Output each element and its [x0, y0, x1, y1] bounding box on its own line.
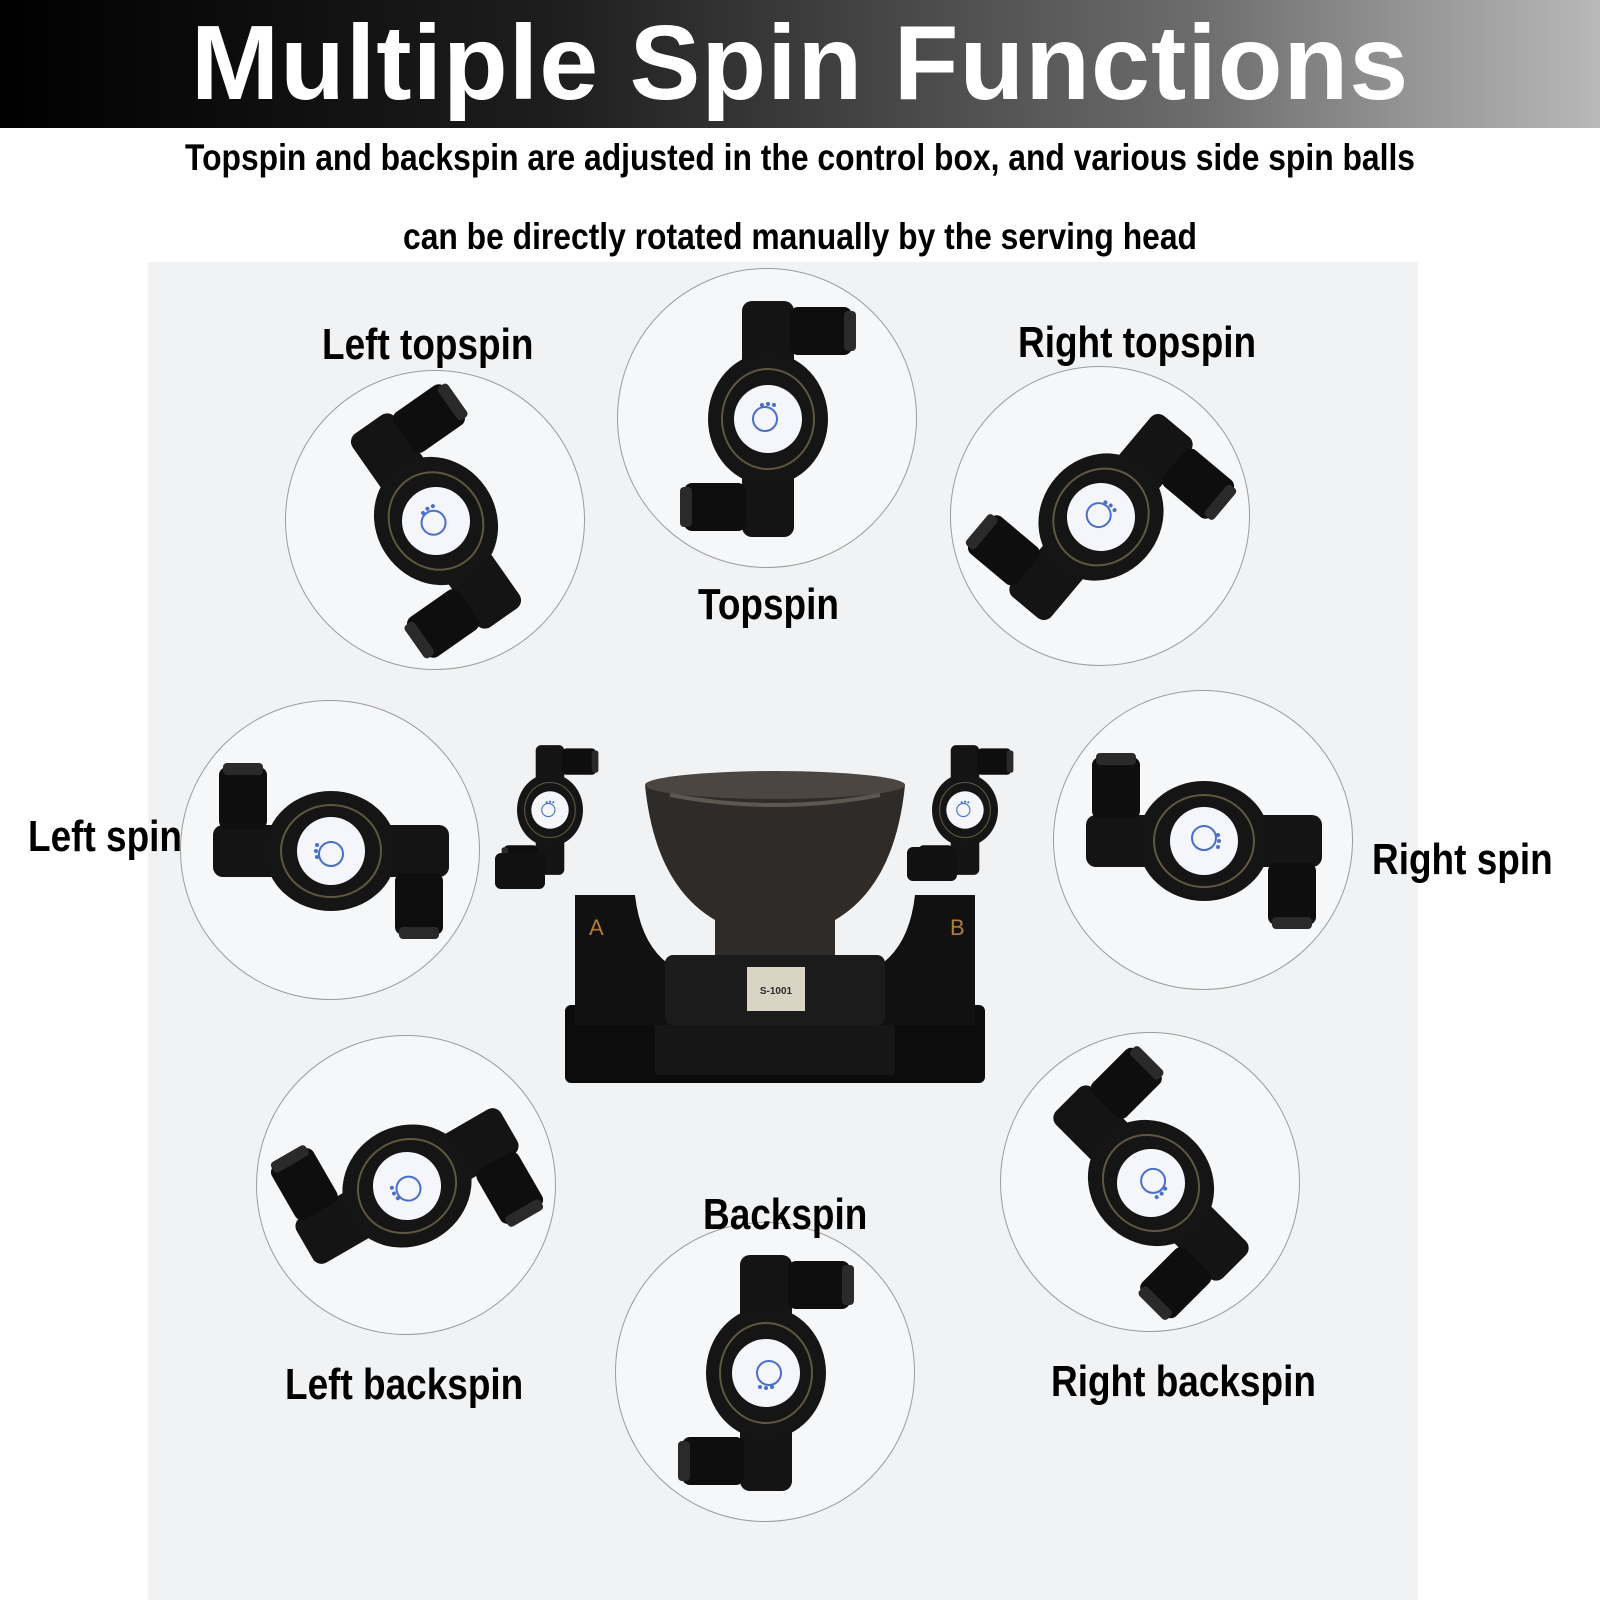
label-left-spin: Left spin: [28, 812, 182, 861]
serving-head-icon: [212, 762, 450, 940]
right-topspin-ring: [950, 366, 1250, 666]
label-topspin: Topspin: [698, 580, 839, 629]
label-backspin: Backspin: [703, 1190, 868, 1239]
page-title: Multiple Spin Functions: [190, 4, 1410, 122]
label-left-backspin: Left backspin: [285, 1360, 524, 1409]
label-right-topspin: Right topspin: [1018, 318, 1257, 367]
head-a-label: A: [589, 915, 604, 940]
right-spin-ring: [1053, 690, 1353, 990]
topspin-ring: [617, 268, 917, 568]
left-spin-ring: [180, 700, 480, 1000]
subtitle-line-1: Topspin and backspin are adjusted in the…: [184, 137, 1416, 178]
label-right-spin: Right spin: [1372, 835, 1553, 884]
left-backspin-ring: [256, 1035, 556, 1335]
label-left-topspin: Left topspin: [322, 320, 534, 369]
model-badge: S-1001: [760, 986, 793, 997]
ball-machine-icon: S-1001 A B: [495, 744, 1014, 1083]
subtitle-line-2: can be directly rotated manually by the …: [403, 216, 1197, 257]
head-b-label: B: [950, 915, 965, 940]
serving-head-icon: [677, 1254, 855, 1492]
backspin-ring: [615, 1222, 915, 1522]
label-right-backspin: Right backspin: [1051, 1357, 1316, 1406]
right-backspin-ring: [1000, 1032, 1300, 1332]
left-topspin-ring: [285, 370, 585, 670]
serving-head-icon: [295, 372, 577, 670]
header-banner: Multiple Spin Functions: [0, 0, 1600, 128]
serving-head-icon: [1085, 752, 1323, 930]
serving-head-icon: [956, 369, 1246, 665]
serving-head-icon: [679, 300, 857, 538]
